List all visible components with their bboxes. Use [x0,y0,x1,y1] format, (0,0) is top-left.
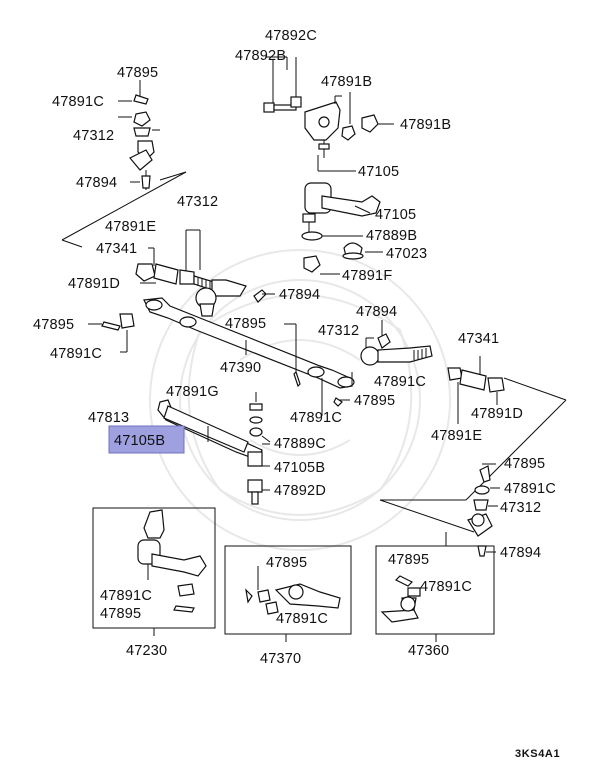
label-47894-a[interactable]: 47894 [76,175,117,191]
label-47895-d[interactable]: 47895 [354,393,395,409]
label-47312-b[interactable]: 47312 [177,194,218,210]
label-47895-g[interactable]: 47895 [266,555,307,571]
label-47813[interactable]: 47813 [88,410,129,426]
label-47895-a[interactable]: 47895 [117,65,158,81]
box-47230 [92,507,216,636]
label-47891C-b[interactable]: 47891C [50,346,102,362]
highlight-box [108,425,185,454]
label-47891B-right[interactable]: 47891B [400,117,451,133]
label-47894-d[interactable]: 47894 [500,545,541,561]
label-47891C-h[interactable]: 47891C [420,579,472,595]
label-47312-d[interactable]: 47312 [500,500,541,516]
label-47105-b[interactable]: 47105 [375,207,416,223]
label-47889B[interactable]: 47889B [366,228,417,244]
steering-damper [157,392,271,505]
label-47105-a[interactable]: 47105 [358,164,399,180]
label-47892C[interactable]: 47892C [265,28,317,44]
label-47891D-a[interactable]: 47891D [68,276,120,292]
label-47341-a[interactable]: 47341 [96,241,137,257]
tie-rod-end-right [467,463,500,557]
tie-rod-end-left [61,80,187,248]
label-47230[interactable]: 47230 [126,643,167,659]
label-47891C-a[interactable]: 47891C [52,94,104,110]
label-47891E-b[interactable]: 47891E [431,428,482,444]
label-47891C-c[interactable]: 47891C [374,374,426,390]
label-47891G[interactable]: 47891G [166,384,219,400]
label-47895-e[interactable]: 47895 [504,456,545,472]
label-47891C-d[interactable]: 47891C [290,410,342,426]
label-47891D-b[interactable]: 47891D [471,406,523,422]
label-47023[interactable]: 47023 [386,246,427,262]
label-47341-b[interactable]: 47341 [458,331,499,347]
diagram-code: 3KS4A1 [515,748,560,760]
part-labels: 47892C 47892B 47891B 47891B 47105 47105 … [33,28,560,760]
box-47370 [224,545,352,642]
label-47895-f[interactable]: 47895 [100,606,141,622]
label-47894-b[interactable]: 47894 [279,287,320,303]
label-47895-c[interactable]: 47895 [225,316,266,332]
label-47894-c[interactable]: 47894 [356,304,397,320]
label-47891C-g[interactable]: 47891C [276,611,328,627]
box-47360 [375,532,495,642]
label-47370[interactable]: 47370 [260,651,301,667]
label-47895-b[interactable]: 47895 [33,317,74,333]
watermark-emblem [149,249,451,551]
label-47360[interactable]: 47360 [408,643,449,659]
label-47891F[interactable]: 47891F [342,268,392,284]
tie-rod-left [135,229,275,317]
label-47892B[interactable]: 47892B [235,48,286,64]
label-47312-a[interactable]: 47312 [73,128,114,144]
label-47891C-e[interactable]: 47891C [504,481,556,497]
label-47889C[interactable]: 47889C [274,436,326,452]
label-47390[interactable]: 47390 [220,360,261,376]
label-47105B[interactable]: 47105B [274,460,325,476]
relay-rod [88,297,355,416]
idler-arm-assembly [263,56,394,275]
label-47105B-highlighted[interactable]: 47105B [114,433,165,449]
label-47895-h[interactable]: 47895 [388,552,429,568]
label-47891B-top[interactable]: 47891B [321,74,372,90]
label-47892D[interactable]: 47892D [274,483,326,499]
tie-rod-right [360,320,567,533]
label-47891C-f[interactable]: 47891C [100,588,152,604]
label-47891E-a[interactable]: 47891E [105,219,156,235]
label-47312-c[interactable]: 47312 [318,323,359,339]
